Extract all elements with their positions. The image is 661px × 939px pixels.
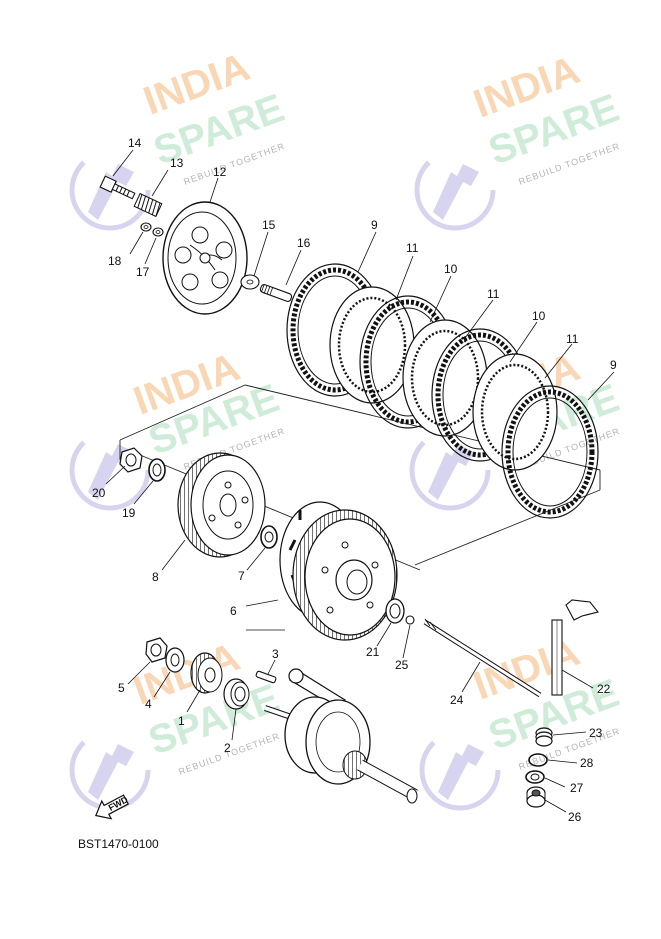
callout-8: 8 — [152, 570, 159, 584]
callout-4: 4 — [145, 697, 152, 711]
clutch-housing-6 — [279, 501, 398, 641]
circlip-28 — [528, 753, 548, 767]
spring-13 — [133, 192, 163, 218]
callout-25: 25 — [395, 658, 409, 672]
clutch-boss-8 — [177, 452, 266, 558]
ball-25 — [405, 615, 415, 625]
callout-24: 24 — [450, 693, 464, 707]
callout-1: 1 — [178, 714, 185, 728]
callout-11-c: 11 — [566, 332, 579, 346]
watermark-logo — [69, 729, 151, 811]
pressure-plate-12 — [162, 201, 248, 315]
callout-19: 19 — [122, 506, 136, 520]
callout-22: 22 — [597, 682, 611, 696]
callout-27: 27 — [570, 781, 584, 795]
callout-21: 21 — [366, 645, 380, 659]
callout-16: 16 — [297, 236, 311, 250]
callout-10-a: 10 — [444, 262, 458, 276]
washer-27 — [525, 770, 545, 784]
washer-18 — [140, 222, 152, 232]
oil-seal-26 — [526, 786, 546, 808]
callout-11-a: 11 — [406, 241, 419, 255]
callout-labels: 14 13 12 18 17 15 16 9 11 10 11 10 11 9 … — [92, 136, 617, 824]
callout-9-bottom: 9 — [610, 358, 617, 372]
callout-2: 2 — [224, 741, 231, 755]
washer-21 — [385, 598, 405, 624]
callout-17: 17 — [136, 265, 150, 279]
callout-14: 14 — [128, 136, 142, 150]
watermark-logo — [419, 729, 501, 811]
callout-13: 13 — [170, 156, 184, 170]
callout-26: 26 — [568, 810, 582, 824]
callout-9-top: 9 — [371, 218, 378, 232]
clutch-plate-11-a — [329, 286, 415, 404]
collar-2 — [223, 678, 250, 710]
diagram-code: BST1470-0100 — [78, 837, 159, 851]
fwd-label: FWD — [107, 794, 130, 813]
callout-18: 18 — [108, 254, 122, 268]
watermark-logo — [414, 149, 496, 231]
washer-4 — [165, 647, 185, 673]
washer-17 — [152, 227, 164, 237]
callout-6: 6 — [230, 604, 237, 618]
callout-12: 12 — [213, 165, 227, 179]
callout-5: 5 — [118, 681, 125, 695]
nut-20 — [119, 447, 143, 473]
watermark-logo — [409, 429, 491, 511]
callout-23: 23 — [589, 726, 603, 740]
callout-7: 7 — [238, 569, 245, 583]
lock-washer-19 — [148, 458, 166, 482]
watermark-logo — [69, 429, 151, 511]
callout-20: 20 — [92, 486, 106, 500]
key-3 — [255, 670, 277, 684]
nut-5 — [145, 637, 168, 663]
callout-15: 15 — [262, 218, 276, 232]
callout-10-b: 10 — [532, 309, 546, 323]
crankshaft — [264, 668, 418, 804]
push-rod-24 — [423, 618, 542, 698]
push-rod-16 — [259, 284, 293, 302]
push-lever-shaft-22 — [551, 599, 599, 696]
leader-lines — [105, 149, 615, 813]
clutch-plate-11-c — [472, 353, 558, 471]
spring-23 — [535, 727, 553, 747]
callout-28: 28 — [580, 756, 594, 770]
primary-drive-gear-1 — [190, 652, 223, 694]
callout-11-b: 11 — [487, 287, 500, 301]
washer-15 — [240, 274, 260, 290]
friction-plate-9-rear — [501, 385, 599, 519]
bolt-14 — [99, 175, 136, 200]
thrust-washer-7 — [260, 525, 278, 549]
callout-3: 3 — [272, 647, 279, 661]
